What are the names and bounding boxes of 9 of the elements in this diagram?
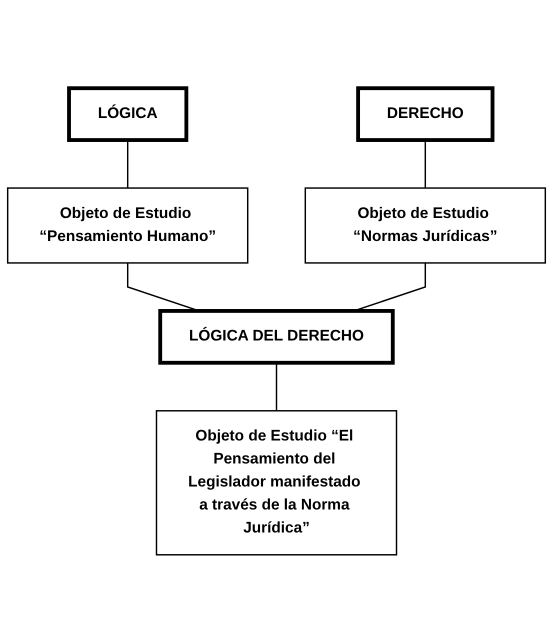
node-box: Objeto de Estudio “Normas Jurídicas” <box>304 187 546 264</box>
node-box: Objeto de Estudio “El Pensamiento del Legislador manifestado a través de la Norma Jurídica” <box>156 410 398 556</box>
connector <box>276 362 278 411</box>
node-box: LÓGICA <box>67 86 188 142</box>
node-box: DERECHO <box>356 86 494 142</box>
node-box: LÓGICA DEL DERECHO <box>158 309 395 365</box>
connector <box>126 140 128 188</box>
connector <box>424 140 426 188</box>
node-box: Objeto de Estudio “Pensamiento Humano” <box>6 187 248 264</box>
